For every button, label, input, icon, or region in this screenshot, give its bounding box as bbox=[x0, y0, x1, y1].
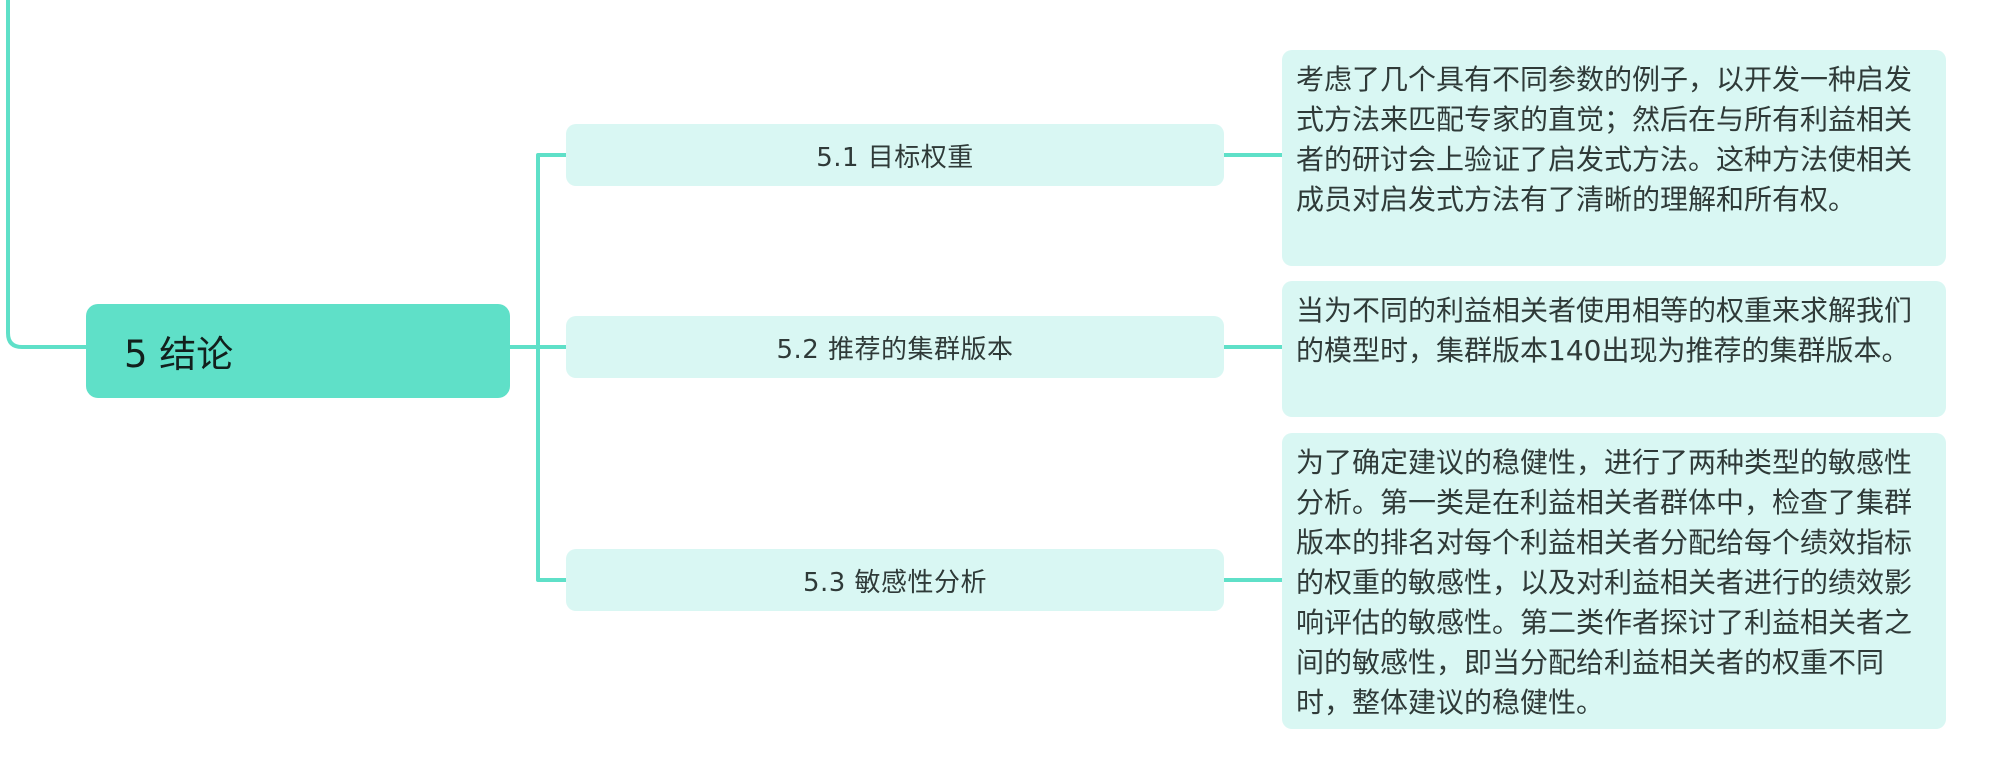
branch-trunk-line bbox=[536, 153, 568, 582]
parent-connector-line bbox=[6, 0, 88, 349]
detail-node-recommended-cluster-version[interactable]: 当为不同的利益相关者使用相等的权重来求解我们的模型时，集群版本140出现为推荐的… bbox=[1282, 281, 1946, 417]
branch-node-label: 5.3 敏感性分析 bbox=[802, 567, 988, 598]
detail-node-text: 当为不同的利益相关者使用相等的权重来求解我们的模型时，集群版本140出现为推荐的… bbox=[1296, 294, 1913, 367]
branch-node-label: 5.1 目标权重 bbox=[816, 142, 974, 173]
branch-node-label: 5.2 推荐的集群版本 bbox=[776, 334, 1014, 365]
detail-node-objective-weights[interactable]: 考虑了几个具有不同参数的例子，以开发一种启发式方法来匹配专家的直觉；然后在与所有… bbox=[1282, 50, 1946, 266]
detail-node-sensitivity-analysis[interactable]: 为了确定建议的稳健性，进行了两种类型的敏感性分析。第一类是在利益相关者群体中，检… bbox=[1282, 433, 1946, 729]
branch-node-objective-weights[interactable]: 5.1 目标权重 bbox=[566, 124, 1224, 186]
detail-node-text: 考虑了几个具有不同参数的例子，以开发一种启发式方法来匹配专家的直觉；然后在与所有… bbox=[1296, 63, 1913, 216]
branch-node-sensitivity-analysis[interactable]: 5.3 敏感性分析 bbox=[566, 549, 1224, 611]
branch-node-recommended-cluster-version[interactable]: 5.2 推荐的集群版本 bbox=[566, 316, 1224, 378]
detail-node-text: 为了确定建议的稳健性，进行了两种类型的敏感性分析。第一类是在利益相关者群体中，检… bbox=[1296, 446, 1913, 719]
root-node-conclusion[interactable]: 5 结论 bbox=[86, 304, 510, 398]
root-node-label: 5 结论 bbox=[124, 333, 234, 376]
